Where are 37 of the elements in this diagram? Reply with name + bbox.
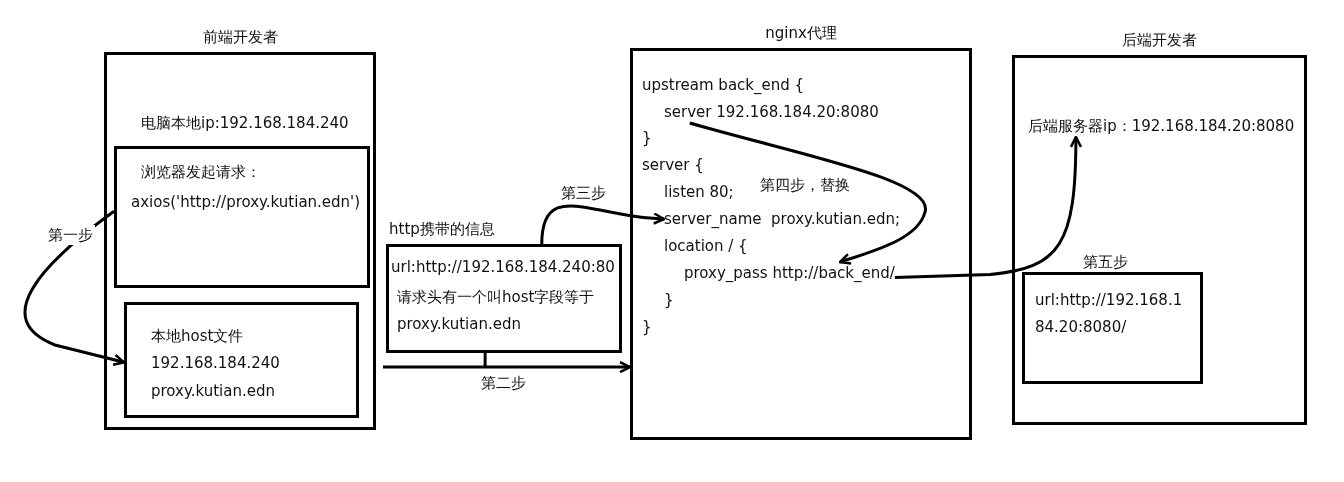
process-box xyxy=(124,302,359,418)
arrow xyxy=(689,121,927,265)
code-line: proxy_pass http://back_end/ xyxy=(684,262,895,284)
edge-label: 第二步 xyxy=(479,373,528,393)
code-line: location / { xyxy=(664,235,748,257)
code-line: } xyxy=(664,289,674,311)
box-heading: 前端开发者 xyxy=(202,27,278,47)
edge-label: 第三步 xyxy=(559,183,608,203)
code-line: server_name proxy.kutian.edn; xyxy=(664,208,901,230)
edge-label: 第五步 xyxy=(1081,252,1130,272)
code-line: } xyxy=(642,127,652,149)
arrow xyxy=(381,351,632,374)
server-ip-text: 后端服务器ip：192.168.184.20:8080 xyxy=(1028,115,1295,137)
edge-label: 第四步，替换 xyxy=(758,175,852,195)
box-text: axios('http://proxy.kutian.edn') xyxy=(131,192,361,213)
code-line: listen 80; xyxy=(664,181,734,203)
box-heading: http携带的信息 xyxy=(389,219,495,239)
box-text: 192.168.184.240 xyxy=(151,353,280,374)
code-line: } xyxy=(642,316,652,338)
box-text: proxy.kutian.edn xyxy=(151,381,275,402)
arrow xyxy=(894,135,1083,279)
process-box xyxy=(114,146,370,288)
code-line: server 192.168.184.20:8080 xyxy=(664,101,879,123)
box-text: 本地host文件 xyxy=(151,326,244,347)
arrow xyxy=(23,210,126,366)
process-box xyxy=(1022,272,1203,384)
box-text: 请求头有一个叫host字段等于 proxy.kutian.edn xyxy=(397,287,596,335)
code-line: upstream back_end { xyxy=(642,74,805,96)
edge-label: 第一步 xyxy=(46,225,95,245)
arrow xyxy=(540,204,666,245)
code-line: server { xyxy=(642,154,704,176)
box-text: 浏览器发起请求： xyxy=(141,162,261,183)
box-heading: 后端开发者 xyxy=(1122,30,1197,50)
box-text: url:http://192.168.184.20:8080/ xyxy=(1035,290,1184,338)
box-text: url:http://192.168.184.240:80 xyxy=(391,257,615,278)
box-heading: nginx代理 xyxy=(765,23,837,43)
box-text: 电脑本地ip:192.168.184.240 xyxy=(141,113,349,134)
